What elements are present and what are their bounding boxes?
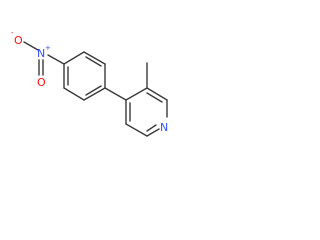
double-bond-inner (146, 124, 157, 132)
atom-label-nitro-n: N (37, 47, 45, 60)
bond (146, 128, 160, 137)
nitro-group: O - N + O (11, 29, 65, 89)
bond (125, 87, 148, 101)
bond (83, 87, 106, 101)
bond (63, 51, 85, 65)
bond (63, 87, 85, 101)
molecule-diagram: O - N + O N (11, 29, 168, 137)
atom-label-pyridine-n: N (160, 121, 168, 134)
bond-nitro-to-o-minus (23, 41, 39, 51)
atom-label-o-double: O (37, 76, 46, 89)
benzene-ring (63, 51, 106, 101)
charge-plus: + (45, 44, 51, 52)
double-bond-inner (146, 92, 163, 103)
double-bond-inner (85, 56, 102, 67)
atom-label-o-minus: O (14, 34, 23, 47)
bond (146, 87, 168, 101)
charge-minus: - (11, 29, 14, 37)
bond-ring-to-nitro (47, 54, 65, 65)
biaryl-bond (104, 87, 127, 101)
double-bond-inner (85, 85, 102, 96)
bond (125, 123, 148, 137)
pyridine-ring: N (125, 87, 168, 137)
bond (83, 51, 106, 65)
